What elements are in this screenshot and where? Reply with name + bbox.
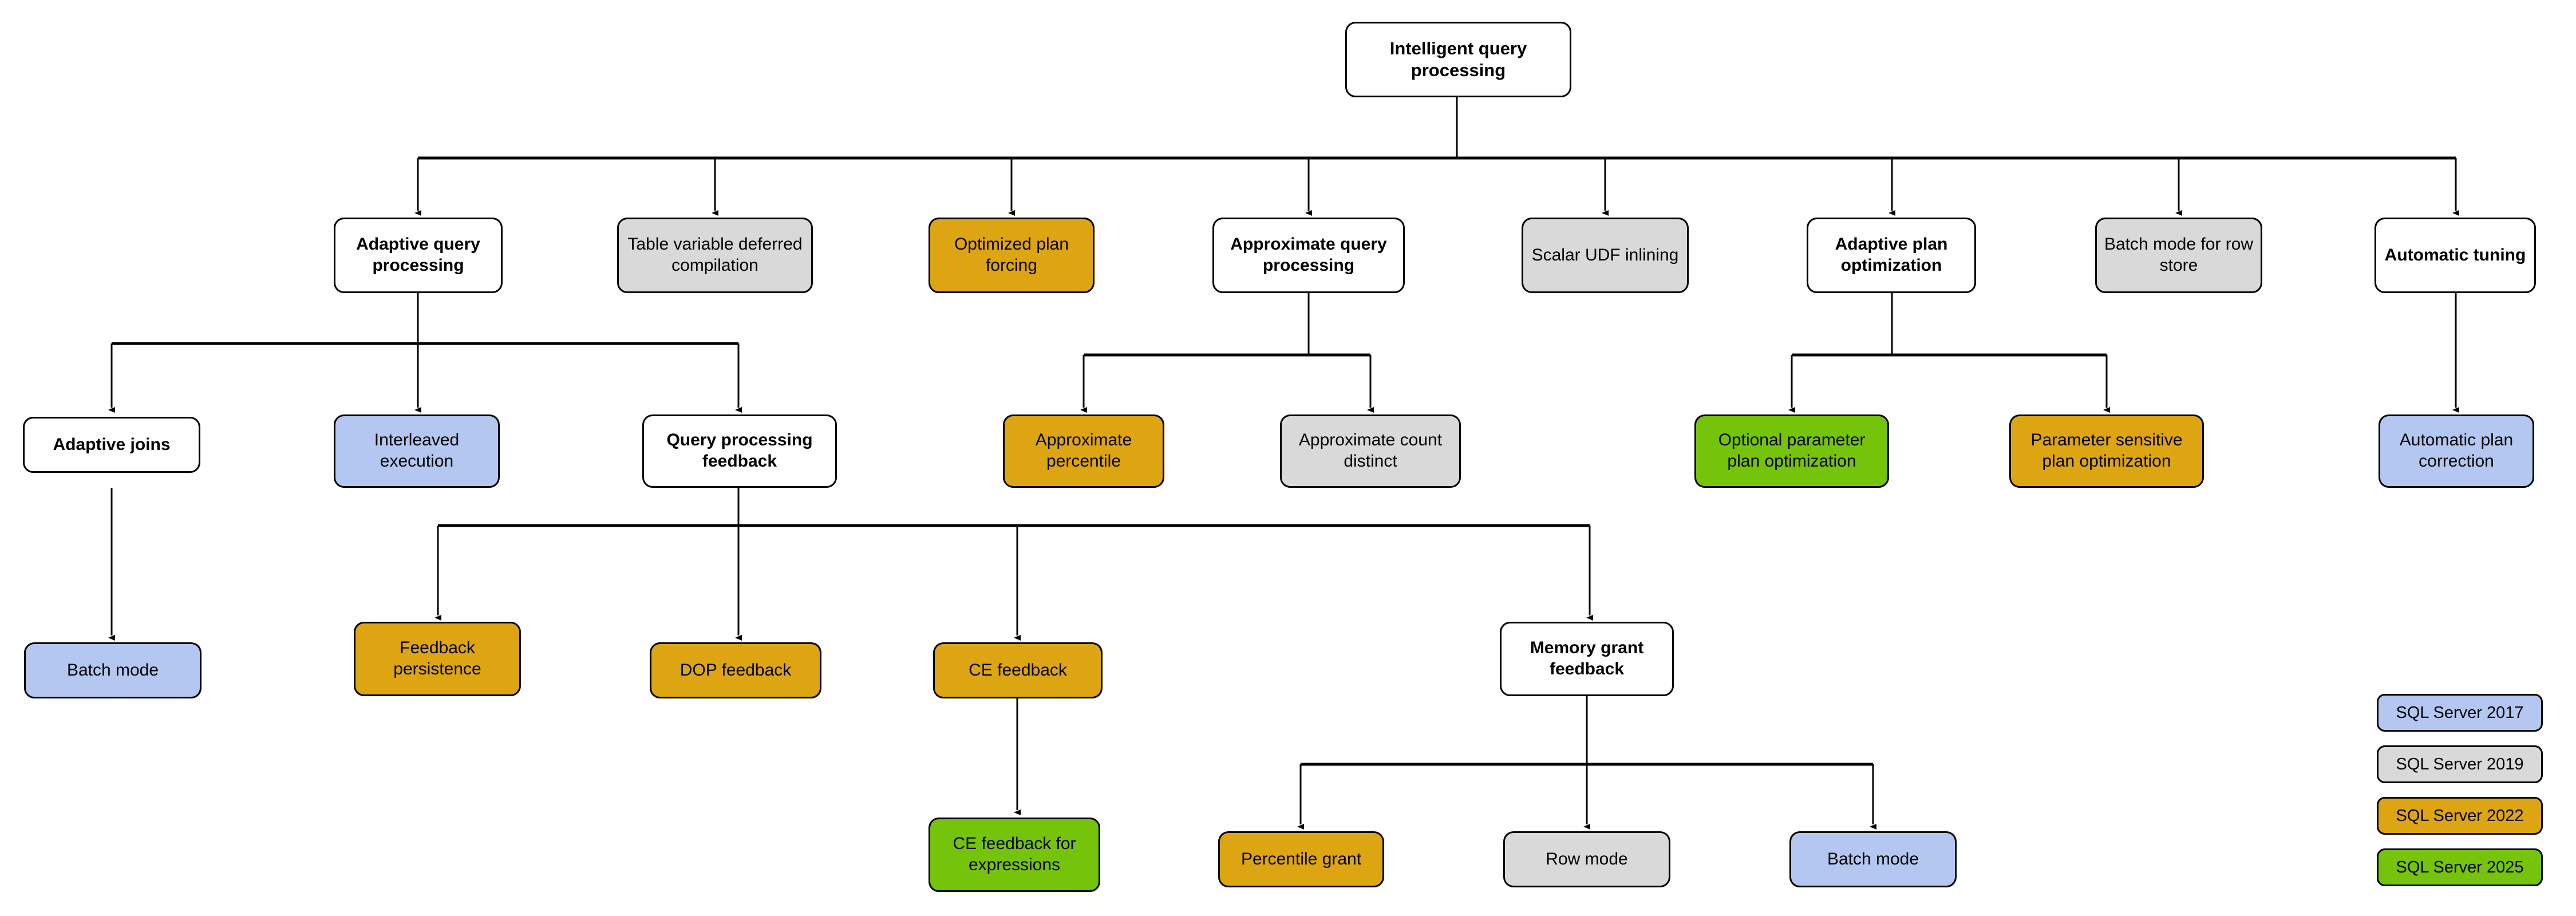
node-optional-parameter-plan-optimization[interactable]: Optional parameter plan optimization (1694, 414, 1889, 488)
legend-item-sql-server-2017[interactable]: SQL Server 2017 (2377, 694, 2543, 732)
node-label: Approximate query processing (1230, 235, 1387, 275)
node-approximate-percentile[interactable]: Approximate percentile (1003, 414, 1164, 488)
node-label: CE feedback for expressions (953, 834, 1076, 874)
node-label: Adaptive query processing (356, 235, 480, 275)
node-percentile-grant[interactable]: Percentile grant (1218, 831, 1384, 887)
legend-item-sql-server-2019[interactable]: SQL Server 2019 (2377, 745, 2543, 783)
node-label: Optional parameter plan optimization (1718, 431, 1866, 471)
node-label: Table variable deferred compilation (627, 235, 803, 275)
node-label: Parameter sensitive plan optimization (2030, 431, 2183, 471)
node-label: Automatic tuning (2384, 245, 2526, 264)
node-scalar-udf-inlining[interactable]: Scalar UDF inlining (1522, 218, 1689, 293)
node-label: Row mode (1546, 849, 1628, 868)
node-label: Optimized plan forcing (954, 235, 1069, 275)
node-label: Percentile grant (1240, 849, 1362, 868)
node-ce-feedback-for-expressions[interactable]: CE feedback for expressions (929, 818, 1100, 892)
node-label: Feedback persistence (393, 638, 481, 678)
node-label: Automatic plan correction (2399, 431, 2514, 471)
node-adaptive-query-processing[interactable]: Adaptive query processing (334, 218, 503, 293)
node-approximate-query-processing[interactable]: Approximate query processing (1212, 218, 1405, 293)
node-query-processing-feedback[interactable]: Query processing feedback (642, 414, 837, 488)
node-label: Batch mode for row store (2104, 235, 2254, 275)
node-label: Adaptive joins (53, 435, 171, 454)
legend-item-sql-server-2025[interactable]: SQL Server 2025 (2377, 848, 2543, 886)
legend-item-label: SQL Server 2017 (2396, 703, 2524, 722)
legend-item-sql-server-2022[interactable]: SQL Server 2022 (2377, 797, 2543, 835)
node-adaptive-joins[interactable]: Adaptive joins (23, 417, 200, 473)
legend-item-label: SQL Server 2019 (2396, 755, 2524, 773)
node-table-variable-deferred-compilation[interactable]: Table variable deferred compilation (617, 218, 813, 293)
node-batch-mode-for-row-store[interactable]: Batch mode for row store (2095, 218, 2262, 293)
node-interleaved-execution[interactable]: Interleaved execution (334, 414, 500, 488)
legend-item-label: SQL Server 2025 (2396, 858, 2524, 876)
node-label: Approximate count distinct (1298, 431, 1443, 471)
node-label: Memory grant feedback (1530, 638, 1644, 678)
node-label: Approximate percentile (1035, 431, 1132, 471)
node-automatic-tuning[interactable]: Automatic tuning (2374, 218, 2536, 293)
node-ce-feedback[interactable]: CE feedback (933, 642, 1103, 698)
node-feedback-persistence[interactable]: Feedback persistence (354, 622, 521, 696)
node-label: Batch mode (66, 660, 159, 680)
legend-item-label: SQL Server 2022 (2396, 806, 2524, 825)
node-automatic-plan-correction[interactable]: Automatic plan correction (2379, 414, 2534, 488)
node-label: Batch mode (1827, 849, 1919, 868)
node-label: DOP feedback (679, 660, 792, 680)
node-dop-feedback[interactable]: DOP feedback (650, 642, 821, 698)
node-adaptive-plan-optimization[interactable]: Adaptive plan optimization (1807, 218, 1976, 293)
node-label: Query processing feedback (666, 431, 813, 471)
node-optimized-plan-forcing[interactable]: Optimized plan forcing (929, 218, 1095, 293)
node-parameter-sensitive-plan-optimization[interactable]: Parameter sensitive plan optimization (2009, 414, 2204, 488)
node-label: CE feedback (969, 660, 1067, 680)
node-batch-mode-memory-grant[interactable]: Batch mode (1789, 831, 1957, 887)
node-approximate-count-distinct[interactable]: Approximate count distinct (1280, 414, 1461, 488)
node-label: Interleaved execution (374, 431, 460, 471)
node-label: Adaptive plan optimization (1835, 235, 1948, 275)
node-memory-grant-feedback[interactable]: Memory grant feedback (1500, 622, 1674, 696)
node-batch-mode-adaptive-joins[interactable]: Batch mode (24, 642, 202, 698)
node-label: Scalar UDF inlining (1531, 245, 1679, 264)
node-intelligent-query-processing[interactable]: Intelligent query processing (1345, 22, 1571, 97)
node-label: Intelligent query processing (1389, 38, 1527, 80)
node-row-mode[interactable]: Row mode (1503, 831, 1670, 887)
